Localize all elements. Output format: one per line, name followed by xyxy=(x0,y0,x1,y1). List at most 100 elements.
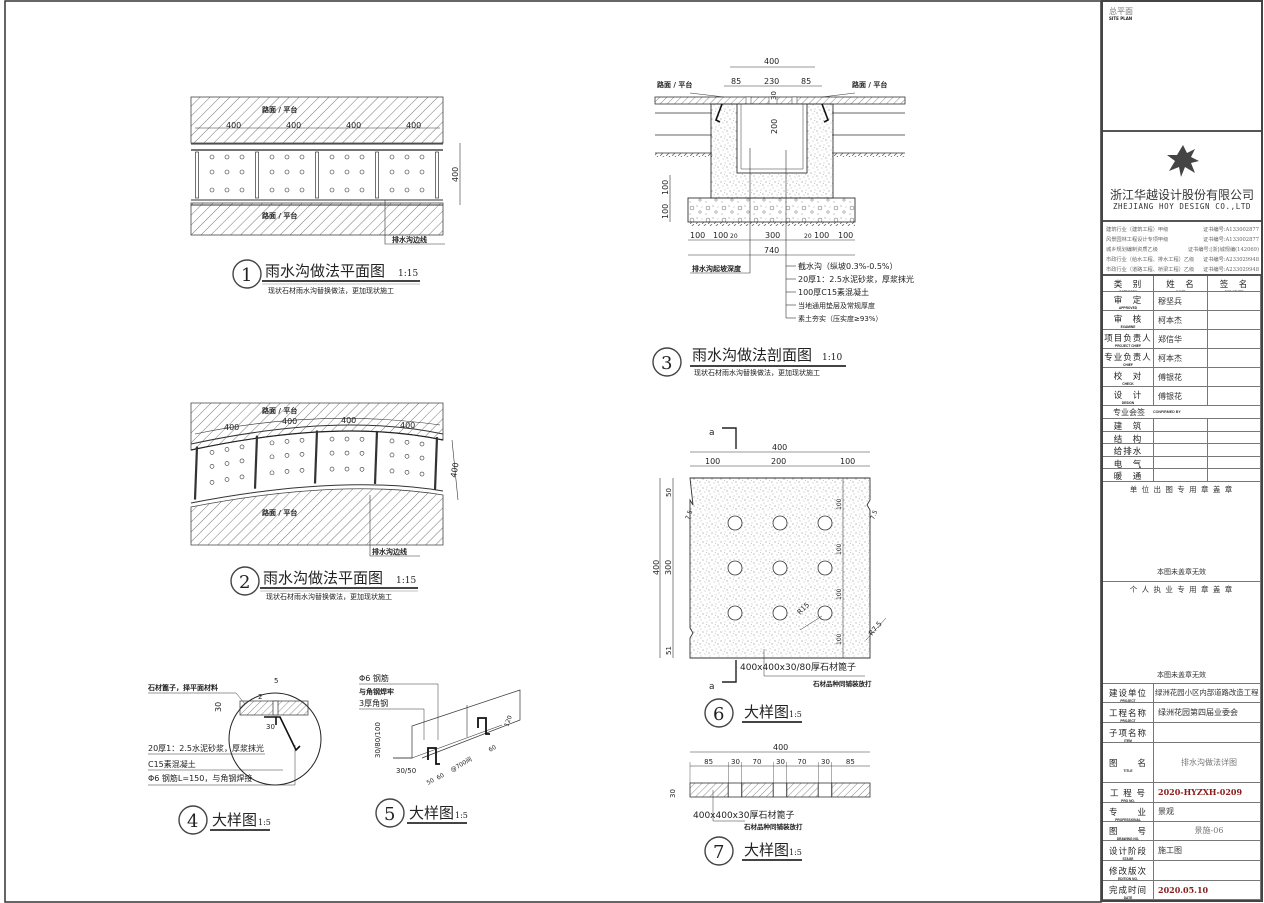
drain-hole xyxy=(329,450,335,456)
dim-label: 30 xyxy=(770,91,778,100)
slope-label: 排水沟起坡深度 xyxy=(692,264,742,273)
dim-label: 740 xyxy=(764,246,779,255)
drain-hole xyxy=(419,169,425,175)
info-value-cell: 绿洲花园第四届业委会 xyxy=(1154,702,1261,723)
signature-cell xyxy=(1208,292,1261,311)
discipline-label: 暖 通 xyxy=(1113,472,1143,482)
drain-hole xyxy=(772,605,788,621)
dim-label: @700间 xyxy=(449,755,473,774)
category-label-en: TITLE xyxy=(1123,768,1133,773)
info-value: 景施-06 xyxy=(1194,826,1224,835)
category-label: 类 别 xyxy=(1113,280,1143,290)
detail-scale: 1:15 xyxy=(398,269,418,279)
dim-label: 100 xyxy=(836,543,843,555)
dim-label: 400 xyxy=(400,421,415,430)
slot-segment xyxy=(772,782,788,798)
dim-label: 20 xyxy=(730,233,738,240)
section-mark: a xyxy=(709,428,715,438)
dim-label: 50 xyxy=(665,488,673,497)
category-label: 姓 名 xyxy=(1166,280,1195,290)
discipline-name-cell xyxy=(1154,444,1208,457)
category-label: 项目负责人 xyxy=(1104,334,1152,344)
drawing-5-detail: Φ6 钢筋 与角钢焊牢 3厚角钢 30/80/100 30/50 50 60 @… xyxy=(359,673,521,828)
detail-title: 大样图 xyxy=(744,703,789,721)
detail-number-circle xyxy=(232,259,262,289)
dim-label: 200 xyxy=(770,119,779,134)
dim-label: 400 xyxy=(346,121,361,130)
dim-label: 400 xyxy=(224,423,239,432)
drain-hole xyxy=(419,441,425,447)
certificate-number: 证书编号:A133002877 xyxy=(1203,227,1259,233)
site-plan-box: 总平面 SITE PLAN xyxy=(1103,2,1261,132)
category-label: 专业负责人 xyxy=(1104,353,1152,363)
detail-number: 7 xyxy=(713,842,724,863)
drain-hole xyxy=(329,169,335,175)
drain-hole xyxy=(209,480,215,485)
dim-label: 100 xyxy=(836,588,843,600)
site-plan-label: 总平面 xyxy=(1109,7,1133,16)
category-label: 建设单位 xyxy=(1108,689,1147,699)
drain-hole xyxy=(359,187,365,193)
callout-label: 石材品种同铺装放打 xyxy=(812,679,872,688)
drain-hole xyxy=(389,468,395,474)
info-value-cell: 2020-HYZXH-0209 xyxy=(1154,782,1261,803)
layer-label: 截水沟（纵坡0.3%-0.5%） xyxy=(798,261,898,271)
category-label: 专 业 xyxy=(1108,808,1147,818)
countersign-label: 专业会签 xyxy=(1113,407,1145,417)
staff-name-cell: 郑信华 xyxy=(1154,330,1208,349)
drain-hole xyxy=(269,154,275,160)
dim-label: 85 xyxy=(846,758,855,766)
drain-hole xyxy=(817,560,833,576)
drain-hole xyxy=(269,454,275,460)
drain-hole xyxy=(284,154,290,160)
detail-note: 现状石材雨水沟替换做法，更加现状施工 xyxy=(268,286,394,295)
surface-label: 路面 / 平台 xyxy=(657,80,692,89)
info-value-cell: 施工图 xyxy=(1154,840,1261,861)
dim-label: 100 xyxy=(661,180,670,195)
drain-hole xyxy=(224,447,230,452)
category-label-en: CHIEF xyxy=(1123,363,1133,367)
category-label-en: CATEGORY xyxy=(1119,290,1137,292)
callout-label: 400x400x30/80厚石材篦子 xyxy=(740,661,856,673)
category-label: 工程名称 xyxy=(1108,708,1147,719)
category-label: 审 核 xyxy=(1113,315,1143,325)
grate-joint xyxy=(373,430,379,484)
info-value: 2020.05.10 xyxy=(1158,884,1209,895)
dim-label: 100 xyxy=(840,457,855,466)
dim-label: 30 xyxy=(821,758,830,766)
signature-cell xyxy=(1208,311,1261,330)
discipline-name-cell xyxy=(1154,456,1208,469)
detail-number-circle xyxy=(704,698,734,728)
dim-label: 51 xyxy=(665,646,673,655)
certificate-row: 风景园林工程设计专项甲级证书编号:A133002877 xyxy=(1106,236,1259,243)
drawing-1-plan: 400 400 400 400 400 路面 / 平台 路面 / 平台 排水沟边… xyxy=(190,96,461,295)
certificate-scope: 建筑行业（建筑工程）甲级 xyxy=(1106,227,1169,233)
unit-stamp-note: 本图未盖章无效 xyxy=(1157,567,1206,576)
category-label: 校 对 xyxy=(1113,372,1143,382)
certificate-row: 市政行业（道路工程、桥梁工程）乙级证书编号:A233029948 xyxy=(1106,266,1259,273)
grate-joint xyxy=(435,151,439,199)
category-label-en: PROJECT xyxy=(1120,699,1136,703)
drain-hole xyxy=(209,187,215,193)
surface-label: 路面 / 平台 xyxy=(262,211,297,220)
dim-label: 400 xyxy=(652,560,661,575)
staff-name: 傅银花 xyxy=(1158,372,1182,382)
detail-title: 大样图 xyxy=(212,811,257,829)
drain-hole xyxy=(727,515,743,531)
edge-label: 排水沟边线 xyxy=(392,235,427,244)
grate-joint xyxy=(193,446,199,500)
category-label-en: CHECK xyxy=(1122,382,1134,386)
dim-label: 20 xyxy=(804,233,812,240)
info-value-cell xyxy=(1154,860,1261,881)
category-label: 修改版次 xyxy=(1108,866,1147,877)
company-name-en: ZHEJIANG HOY DESIGN CO.,LTD xyxy=(1112,202,1252,211)
category-label: 子项名称 xyxy=(1108,728,1147,739)
info-value-cell: 景施-06 xyxy=(1154,821,1261,841)
